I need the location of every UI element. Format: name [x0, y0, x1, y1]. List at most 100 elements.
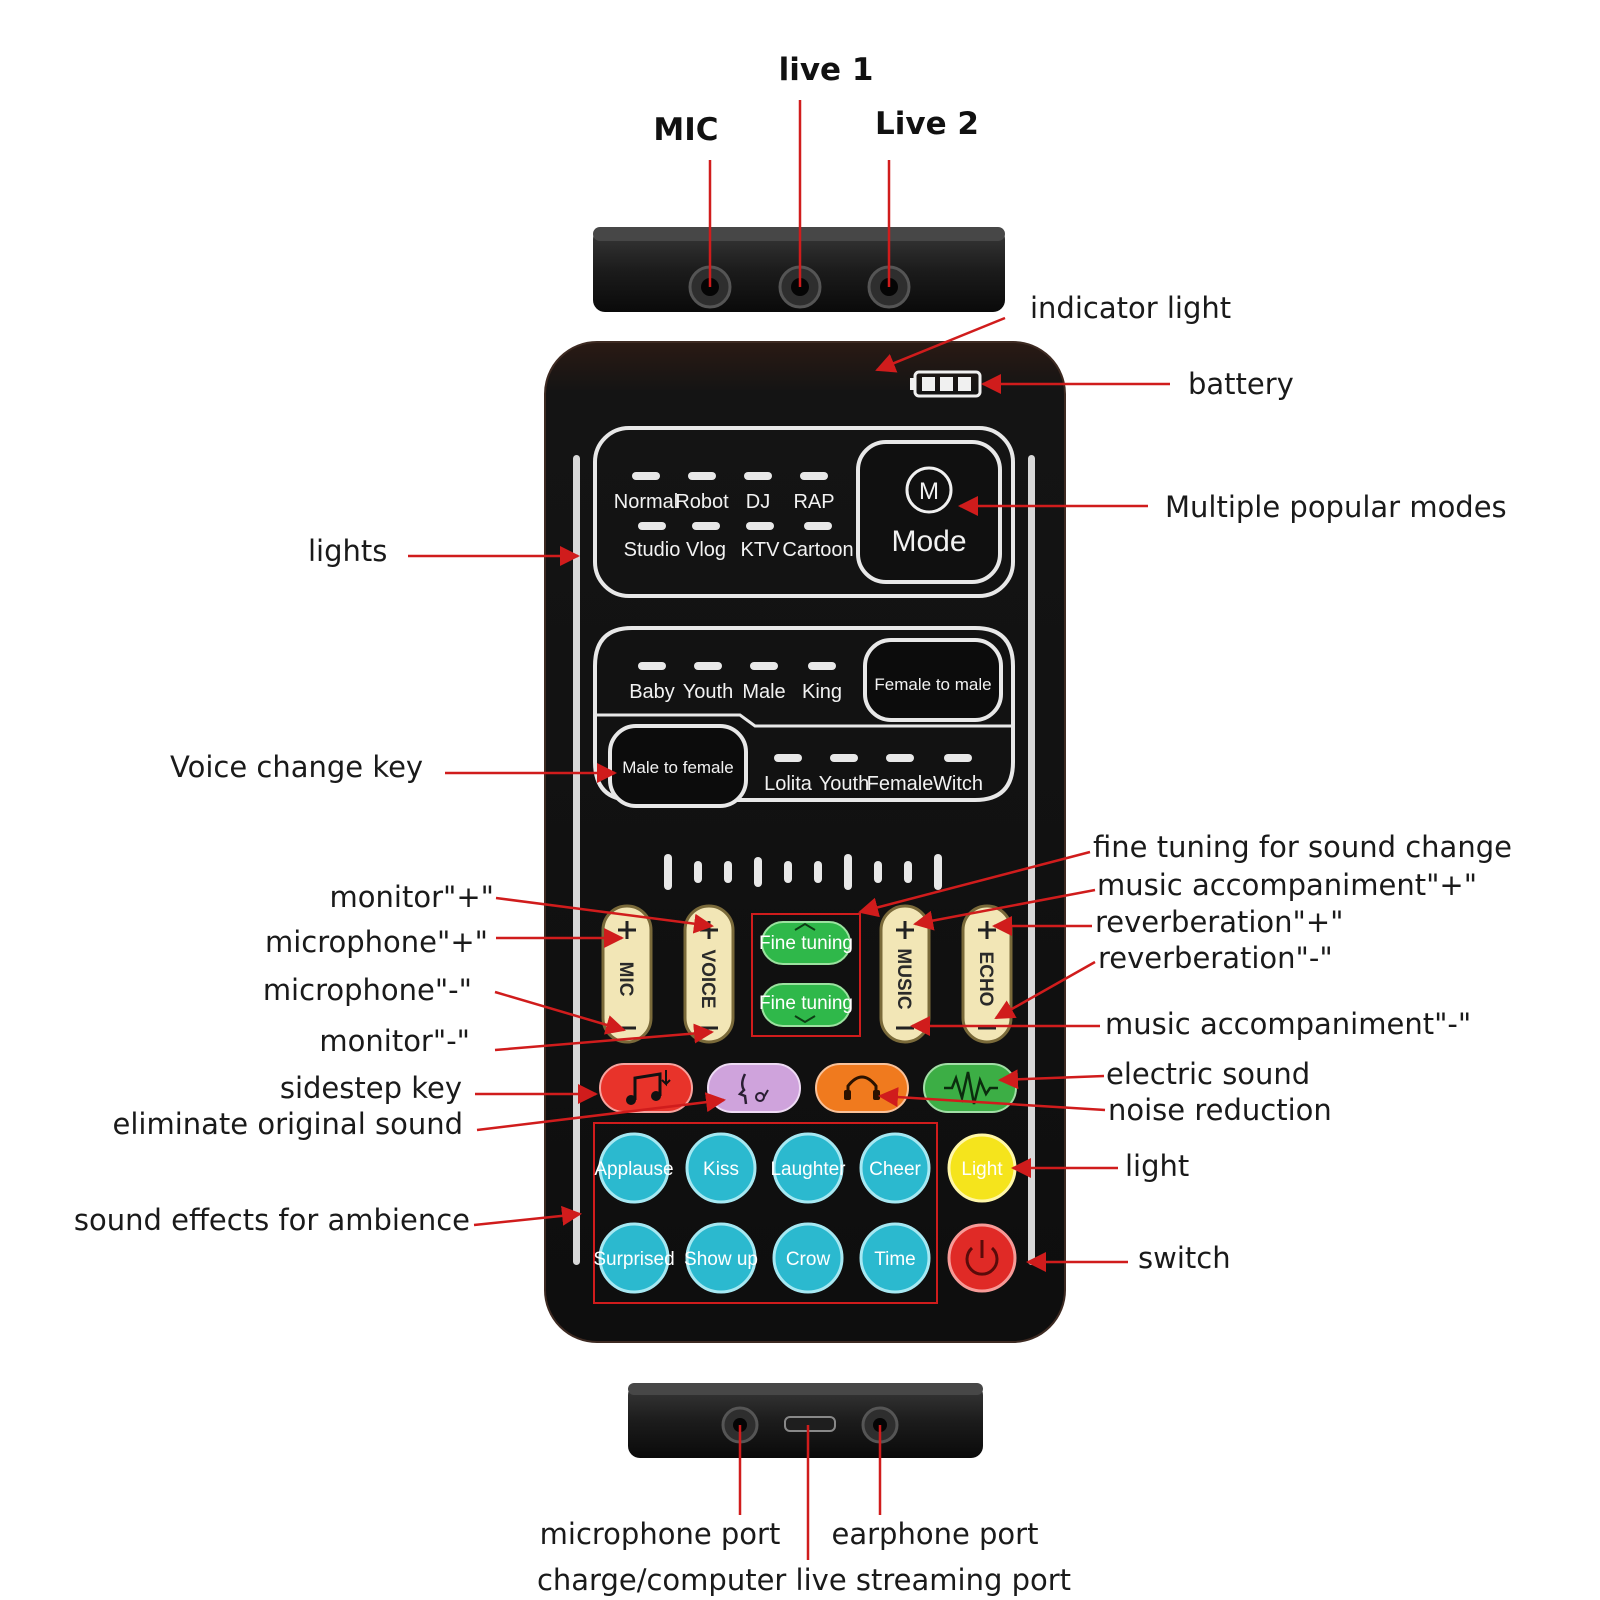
sidestep-button[interactable]: [599, 1063, 693, 1113]
level-bar: [904, 861, 912, 883]
mode-led: [886, 754, 914, 762]
mode-label: DJ: [746, 491, 770, 513]
mode-label: Cartoon: [782, 539, 853, 561]
voice-label: Youth: [819, 773, 869, 795]
effect-kiss-button[interactable]: Kiss: [685, 1132, 757, 1204]
eliminate-original-button[interactable]: [707, 1063, 801, 1113]
slider-echo[interactable]: ECHO: [961, 904, 1013, 1044]
effect-crow-button[interactable]: Crow: [772, 1222, 844, 1294]
mode-label: RAP: [793, 491, 834, 513]
label-music-plus: music accompaniment"+": [1097, 868, 1477, 902]
face-singing-icon: [737, 1073, 769, 1105]
effect-label: Cheer: [869, 1159, 921, 1180]
mode-led: [688, 472, 716, 480]
leader-lines: [408, 100, 1170, 1560]
label-microphone-port: microphone port: [540, 1517, 781, 1551]
effect-surprised-button[interactable]: Surprised: [593, 1222, 675, 1294]
label-charge-port: charge/computer live streaming port: [537, 1563, 1071, 1597]
label-battery: battery: [1188, 367, 1294, 401]
label-live2: Live 2: [875, 106, 979, 142]
power-switch-button[interactable]: [947, 1223, 1017, 1293]
slider-music[interactable]: MUSIC: [879, 904, 931, 1044]
mode-led: [692, 522, 720, 530]
left-light-strip: [573, 455, 580, 1265]
usb-port[interactable]: [784, 1416, 836, 1432]
waveform-icon: [944, 1071, 998, 1105]
fine-tuning-group: Fine tuning Fine tuning: [751, 913, 861, 1037]
label-light: light: [1125, 1149, 1189, 1183]
right-light-strip: [1028, 455, 1035, 1265]
label-switch: switch: [1138, 1241, 1231, 1275]
slider-label: VOICE: [697, 949, 718, 1008]
mode-led: [744, 472, 772, 480]
label-mic-minus: microphone"-": [263, 973, 472, 1007]
level-bar: [664, 854, 672, 890]
voice-youth: Youth: [683, 662, 733, 703]
light-button[interactable]: Light: [947, 1133, 1017, 1203]
mode-label: Vlog: [686, 539, 726, 561]
voice-label: Female: [867, 773, 934, 795]
power-icon: [965, 1240, 999, 1276]
female-to-male-button[interactable]: Female to male: [863, 638, 1003, 722]
label-monitor-plus: monitor"+": [330, 880, 494, 914]
label-sidestep-key: sidestep key: [280, 1071, 462, 1105]
music-note-icon: [626, 1070, 671, 1105]
voice-label: Male: [742, 681, 785, 703]
mode-rap: RAP: [793, 472, 835, 513]
mode-led: [632, 472, 660, 480]
voice-youth: Youth: [819, 754, 869, 795]
label-mic-plus: microphone"+": [265, 925, 488, 959]
level-bar: [754, 857, 762, 887]
mode-led: [944, 754, 972, 762]
effect-laughter-button[interactable]: Laughter: [770, 1132, 846, 1204]
voice-label: Witch: [933, 773, 983, 795]
mode-normal: Normal: [614, 472, 678, 513]
mode-studio: Studio: [624, 522, 680, 561]
voice-female: Female: [867, 754, 934, 795]
male-to-female-button[interactable]: Male to female: [608, 724, 748, 808]
slider-label: ECHO: [975, 952, 996, 1007]
level-bar: [724, 861, 732, 883]
mode-led: [694, 662, 722, 670]
label-lights: lights: [308, 534, 387, 568]
mode-label: Mode: [891, 525, 966, 558]
label-music-minus: music accompaniment"-": [1105, 1007, 1471, 1041]
effect-label: Laughter: [770, 1159, 846, 1180]
mode-led: [774, 754, 802, 762]
voice-baby: Baby: [629, 662, 675, 703]
slider-label: MIC: [615, 962, 636, 997]
effect-applause-button[interactable]: Applause: [594, 1132, 674, 1204]
slider-mic[interactable]: MIC: [601, 904, 653, 1044]
label-voice-change-key: Voice change key: [170, 750, 423, 784]
effect-time-button[interactable]: Time: [859, 1222, 931, 1294]
effect-label: Time: [874, 1249, 916, 1270]
mode-led: [808, 662, 836, 670]
mode-robot: Robot: [675, 472, 729, 513]
fine-tuning-up-label: Fine tuning: [759, 933, 853, 954]
fine-tuning-up-button[interactable]: Fine tuning: [759, 921, 853, 965]
effect-show-up-button[interactable]: Show up: [684, 1222, 758, 1294]
female-to-male-label: Female to male: [874, 675, 991, 694]
label-monitor-minus: monitor"-": [319, 1024, 470, 1058]
mode-led: [804, 522, 832, 530]
mode-led: [750, 662, 778, 670]
effect-label: Kiss: [703, 1159, 739, 1180]
noise-reduction-button[interactable]: [815, 1063, 909, 1113]
light-button-label: Light: [961, 1159, 1003, 1180]
callout-labels: MIC live 1 Live 2 indicator light batter…: [74, 52, 1512, 1597]
mode-label: Robot: [675, 491, 729, 513]
fine-tuning-down-button[interactable]: Fine tuning: [759, 983, 853, 1027]
mode-label: Normal: [614, 491, 678, 513]
mode-button[interactable]: M Mode: [856, 440, 1002, 584]
bottom-edge-view: [628, 1383, 983, 1458]
voice-king: King: [802, 662, 842, 703]
label-electric-sound: electric sound: [1106, 1057, 1310, 1091]
effect-cheer-button[interactable]: Cheer: [859, 1132, 931, 1204]
fine-tuning-down-label: Fine tuning: [759, 993, 853, 1014]
mode-label: KTV: [741, 539, 781, 561]
mode-led: [800, 472, 828, 480]
plus-icon[interactable]: [896, 921, 914, 939]
